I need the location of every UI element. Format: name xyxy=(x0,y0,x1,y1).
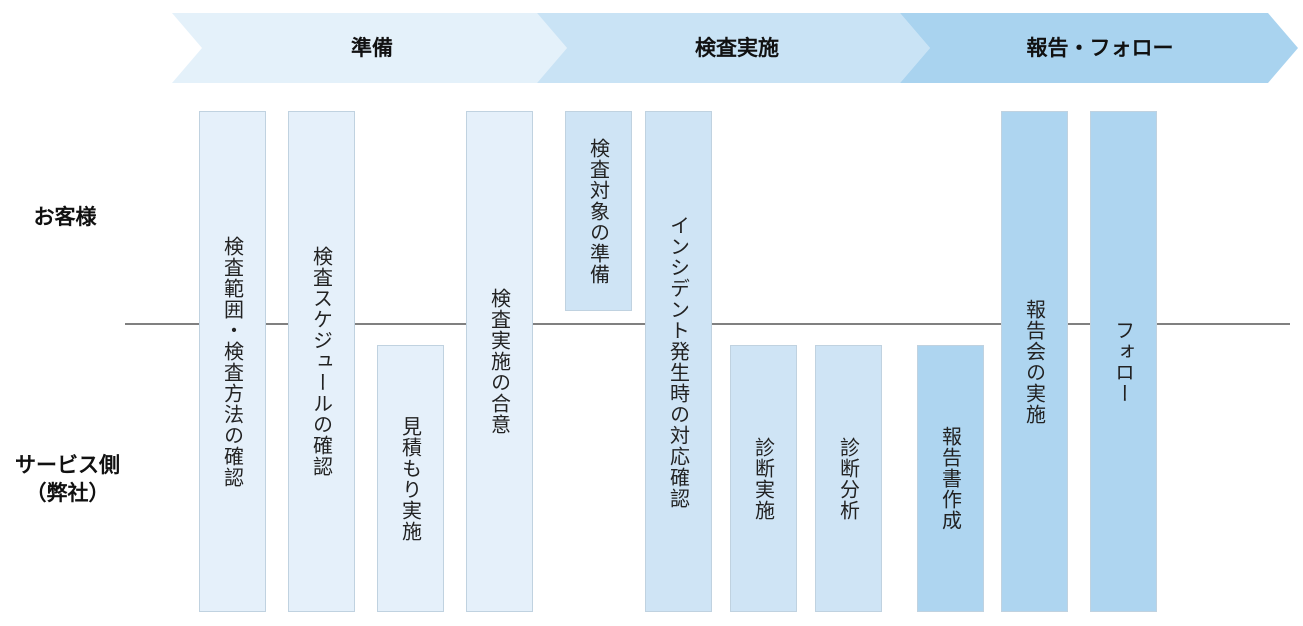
task-label-diagnosis: 診断実施 xyxy=(751,436,776,521)
task-box-diagnosis: 診断実施 xyxy=(730,345,797,612)
task-box-schedule: 検査スケジュールの確認 xyxy=(288,111,355,612)
row-label-customer-text: お客様 xyxy=(33,205,97,229)
task-box-follow: フォロー xyxy=(1090,111,1157,612)
row-label-customer: お客様 xyxy=(10,203,120,231)
row-label-service-line1: サービス側 xyxy=(15,453,120,477)
task-label-follow: フォロー xyxy=(1111,319,1136,404)
task-label-analysis: 診断分析 xyxy=(836,436,861,521)
row-label-service: サービス側 （弊社） xyxy=(0,451,135,507)
phase-arrow-prep xyxy=(172,13,567,83)
row-label-service-line2: （弊社） xyxy=(25,481,110,505)
phase-label-inspection: 検査実施 xyxy=(695,36,779,60)
phase-arrow-report xyxy=(900,13,1298,83)
task-box-estimate: 見積もり実施 xyxy=(377,345,444,612)
task-box-scope-method: 検査範囲・検査方法の確認 xyxy=(199,111,266,612)
task-label-report-meeting: 報告会の実施 xyxy=(1022,298,1047,425)
task-box-agreement: 検査実施の合意 xyxy=(466,111,533,612)
task-label-report-writing: 報告書作成 xyxy=(938,426,963,531)
task-label-target-prep: 検査対象の準備 xyxy=(586,137,611,285)
task-label-scope-method: 検査範囲・検査方法の確認 xyxy=(220,235,245,488)
phase-label-report: 報告・フォロー xyxy=(1026,36,1174,60)
task-box-report-meeting: 報告会の実施 xyxy=(1001,111,1068,612)
task-box-target-prep: 検査対象の準備 xyxy=(565,111,632,311)
task-label-estimate: 見積もり実施 xyxy=(398,415,423,542)
task-label-incident-response: インシデント発生時の対応確認 xyxy=(666,214,691,509)
phase-arrow-inspection xyxy=(537,13,930,83)
phase-label-prep: 準備 xyxy=(351,36,393,60)
task-label-schedule: 検査スケジュールの確認 xyxy=(309,246,334,477)
task-box-incident-response: インシデント発生時の対応確認 xyxy=(645,111,712,612)
phase-arrows xyxy=(172,13,1298,83)
task-box-analysis: 診断分析 xyxy=(815,345,882,612)
task-label-agreement: 検査実施の合意 xyxy=(487,288,512,435)
task-box-report-writing: 報告書作成 xyxy=(917,345,984,612)
